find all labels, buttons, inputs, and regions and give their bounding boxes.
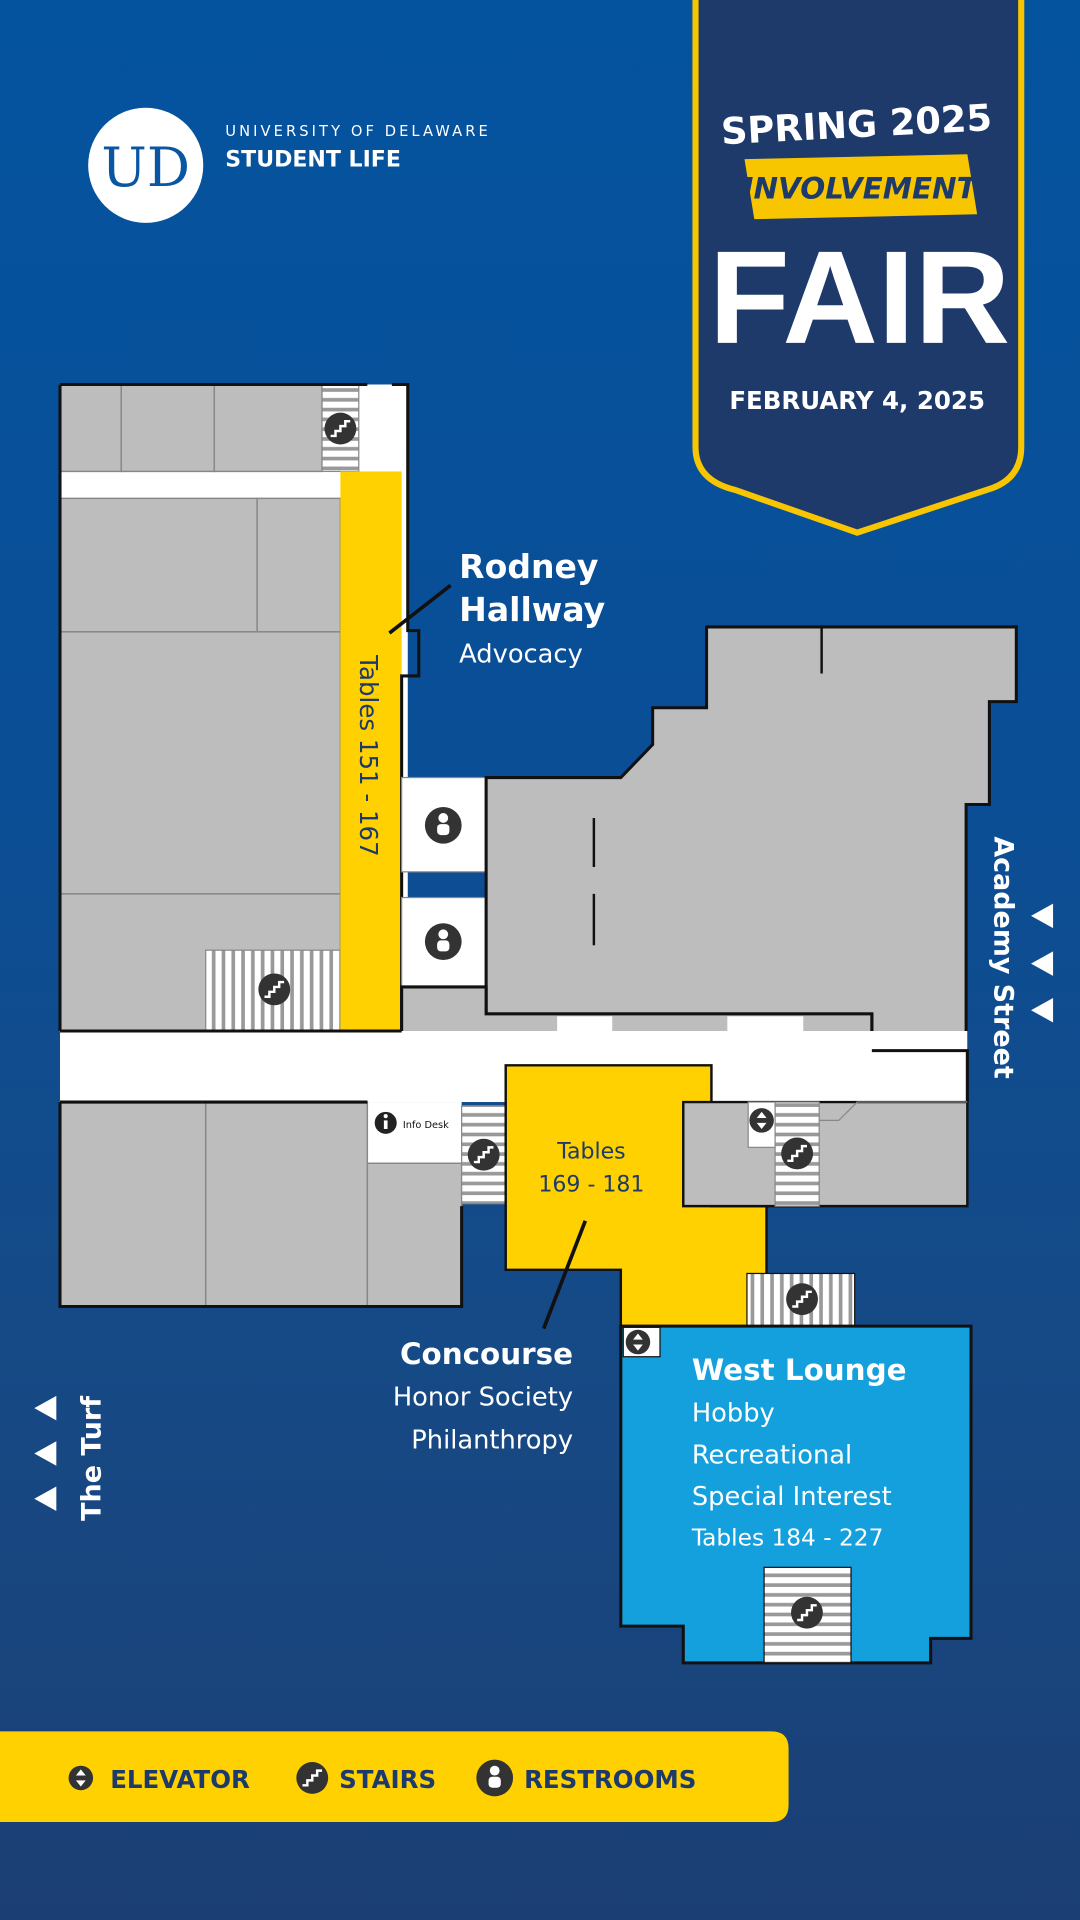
west-lounge-cat: Hobby <box>692 1399 775 1429</box>
info-desk-label: Info Desk <box>403 1120 449 1131</box>
legend-elevator: ELEVATOR <box>110 1765 250 1794</box>
ud-logo: UD <box>88 107 204 223</box>
legend-restrooms: RESTROOMS <box>524 1765 696 1794</box>
elevator-icon <box>68 1765 94 1791</box>
restroom-icon <box>476 1759 514 1797</box>
rodney-hallway-zone <box>340 471 402 1032</box>
legend-stairs: STAIRS <box>339 1765 436 1794</box>
info-icon <box>374 1111 397 1134</box>
banner-date: FEBRUARY 4, 2025 <box>729 386 985 415</box>
banner-ribbon: INVOLVEMENT <box>743 171 979 205</box>
svg-text:UD: UD <box>101 136 190 199</box>
turf-label: The Turf <box>76 1396 107 1521</box>
west-lounge-zone <box>619 1324 973 1665</box>
west-lounge-cat: Special Interest <box>692 1482 892 1512</box>
academy-street-label: Academy Street <box>987 836 1018 1079</box>
rodney-category: Advocacy <box>459 639 583 669</box>
university-name: UNIVERSITY OF DELAWARE <box>225 123 491 140</box>
legend: ELEVATOR STAIRS RESTROOMS <box>0 1731 789 1823</box>
banner-title: FAIR <box>709 224 1010 372</box>
rodney-title: Rodney <box>459 547 598 586</box>
west-lounge-tables: Tables 184 - 227 <box>691 1524 884 1551</box>
restroom-icon <box>424 923 462 960</box>
concourse-title: Concourse <box>400 1337 573 1371</box>
west-lounge-title: West Lounge <box>692 1353 907 1387</box>
unit-name: STUDENT LIFE <box>225 148 401 173</box>
concourse-cat: Honor Society <box>393 1383 573 1413</box>
concourse-tables-range: 169 - 181 <box>538 1172 644 1197</box>
concourse-cat: Philanthropy <box>411 1426 573 1456</box>
stairs-icon <box>295 1760 330 1796</box>
west-lounge-cat: Recreational <box>692 1440 852 1470</box>
event-banner: SPRING 2025 INVOLVEMENT FAIR FEBRUARY 4,… <box>692 0 1025 536</box>
academy-arrows <box>1031 903 1054 1023</box>
concourse-tables: Tables <box>556 1139 625 1164</box>
rodney-tables: Tables 151 - 167 <box>354 654 383 857</box>
restroom-icon <box>424 806 462 844</box>
rodney-title: Hallway <box>459 590 605 629</box>
turf-arrows <box>34 1395 57 1512</box>
